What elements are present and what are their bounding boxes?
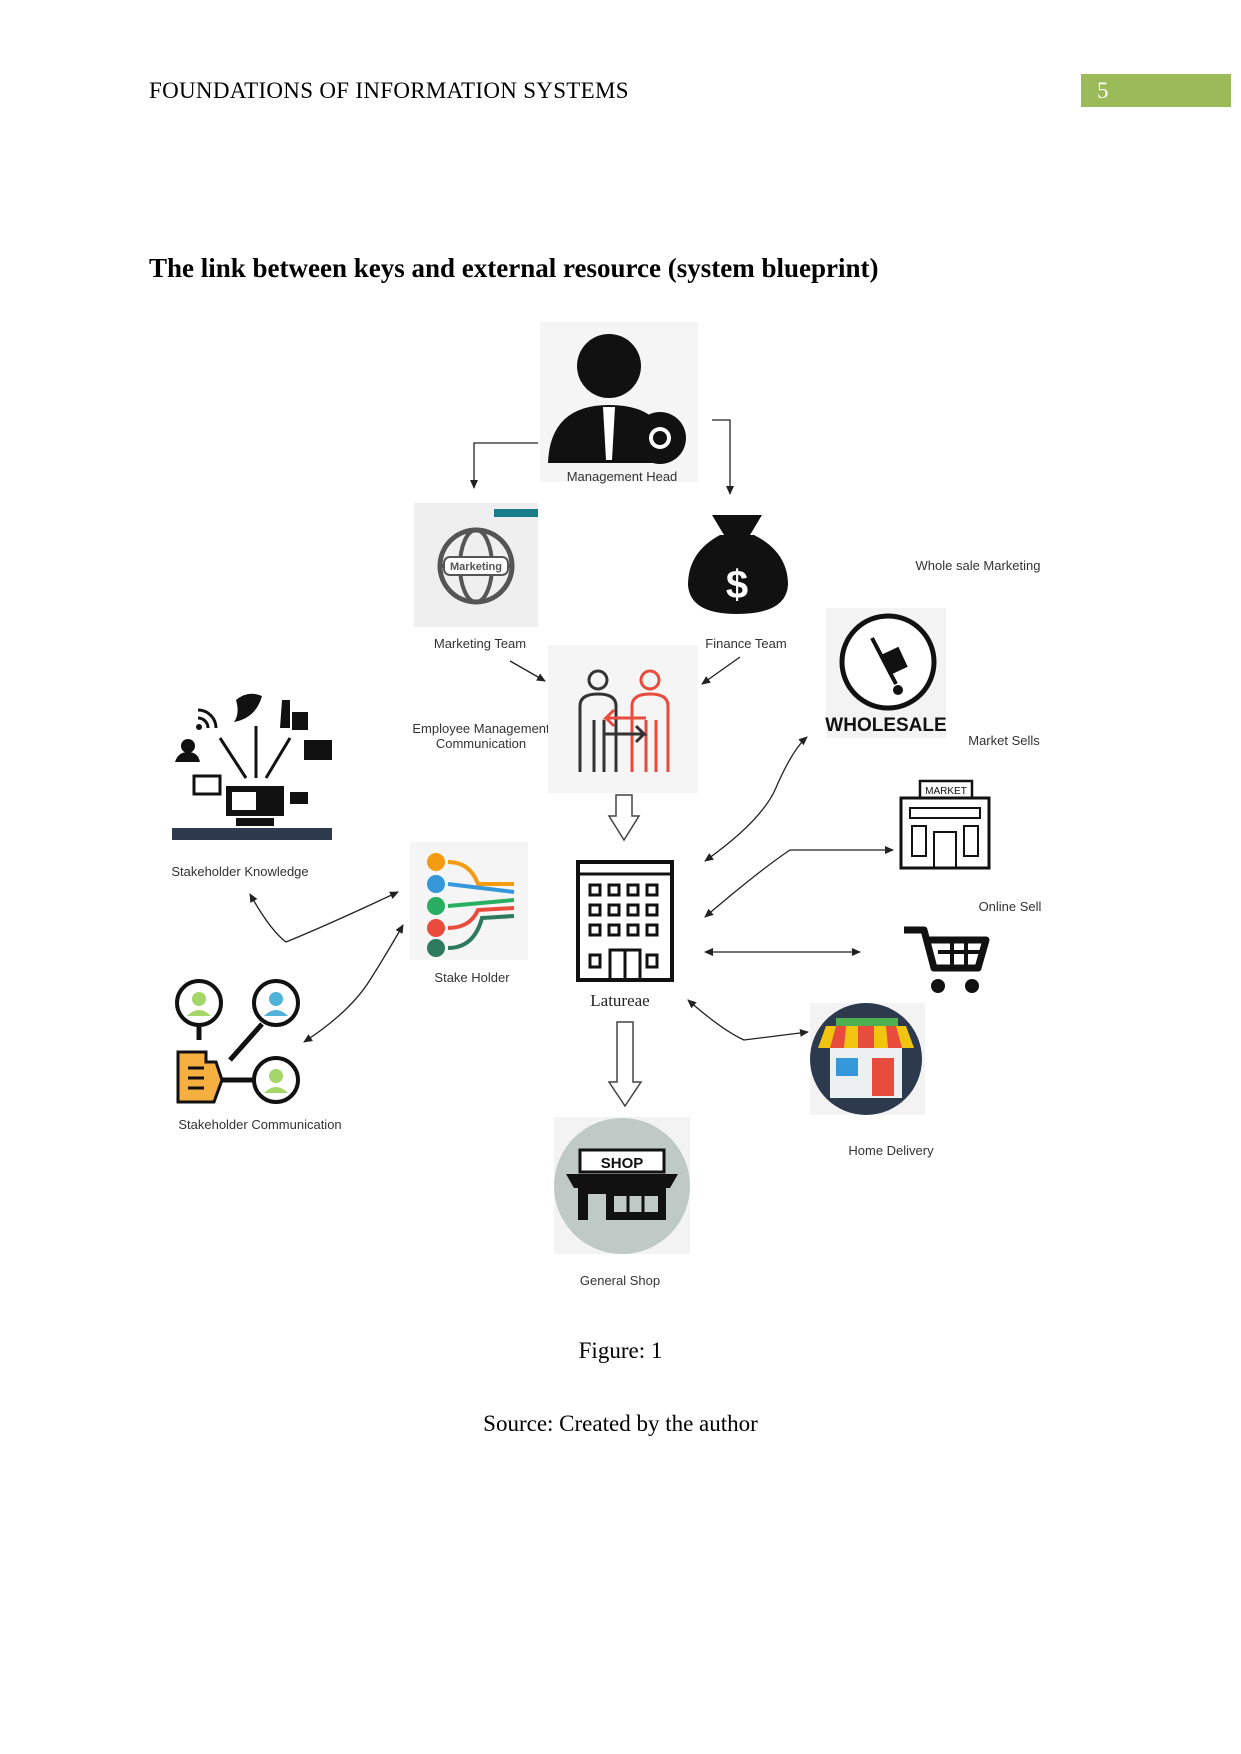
arrow-latureae-wholesale	[704, 736, 808, 862]
wholesale-icon	[826, 608, 946, 738]
system-blueprint-diagram: Management Head Marketing Marketing Team…	[171, 322, 1042, 1288]
marketing-team-label: Marketing Team	[434, 636, 526, 651]
page-number: 5	[1081, 74, 1231, 107]
home-delivery-store-icon	[810, 1003, 925, 1115]
market-building-icon	[899, 779, 991, 870]
online-sell-label: Online Sell	[979, 899, 1042, 914]
latureae-building-icon	[576, 860, 674, 982]
arrow-stakeholder-communication	[303, 924, 404, 1043]
marketing-globe-text: Marketing	[450, 561, 502, 573]
employee-communication-icon	[548, 645, 698, 793]
arrow-latureae-to-general-shop	[607, 1021, 643, 1108]
shopping-cart-icon	[904, 926, 990, 993]
money-bag-icon: $	[688, 515, 788, 614]
general-shop-icon	[554, 1117, 690, 1254]
figure-source: Source: Created by the author	[483, 1411, 758, 1436]
management-head-label: Management Head	[567, 469, 678, 484]
arrow-latureae-home-delivery	[687, 999, 809, 1041]
running-title: FOUNDATIONS OF INFORMATION SYSTEMS	[149, 78, 629, 103]
market-sign-text: MARKET	[925, 786, 967, 797]
arrow-latureae-market	[704, 846, 894, 918]
home-delivery-label: Home Delivery	[848, 1143, 934, 1158]
stake-holder-icon	[410, 842, 528, 960]
latureae-label: Latureae	[590, 991, 649, 1010]
general-shop-label: General Shop	[580, 1273, 660, 1288]
arrow-management-to-marketing	[470, 442, 538, 489]
arrow-employee-to-latureae	[607, 794, 641, 842]
stakeholder-communication-icon	[175, 979, 300, 1104]
figure-caption: Figure: 1	[578, 1338, 663, 1363]
section-heading: The link between keys and external resou…	[149, 253, 879, 283]
stakeholder-knowledge-label: Stakeholder Knowledge	[171, 864, 308, 879]
stakeholder-knowledge-icon	[172, 693, 332, 840]
finance-team-label: Finance Team	[705, 636, 786, 651]
wholesale-marketing-label: Whole sale Marketing	[916, 558, 1041, 573]
arrow-marketing-to-employee	[509, 660, 546, 682]
arrow-management-to-finance	[712, 419, 734, 495]
employee-communication-label: Communication	[436, 736, 526, 751]
arrow-stakeholder-knowledge	[249, 891, 399, 943]
marketing-globe-icon: Marketing	[414, 503, 538, 627]
market-sells-label: Market Sells	[968, 733, 1040, 748]
stakeholder-communication-label: Stakeholder Communication	[178, 1117, 341, 1132]
wholesale-text: WHOLESALE	[825, 715, 946, 736]
shop-sign-text: SHOP	[601, 1155, 644, 1172]
employee-management-label: Employee Management	[412, 721, 550, 736]
management-head-icon	[540, 322, 698, 482]
arrow-finance-to-employee	[701, 656, 741, 685]
svg-text:$: $	[726, 563, 748, 607]
stake-holder-label: Stake Holder	[434, 970, 510, 985]
